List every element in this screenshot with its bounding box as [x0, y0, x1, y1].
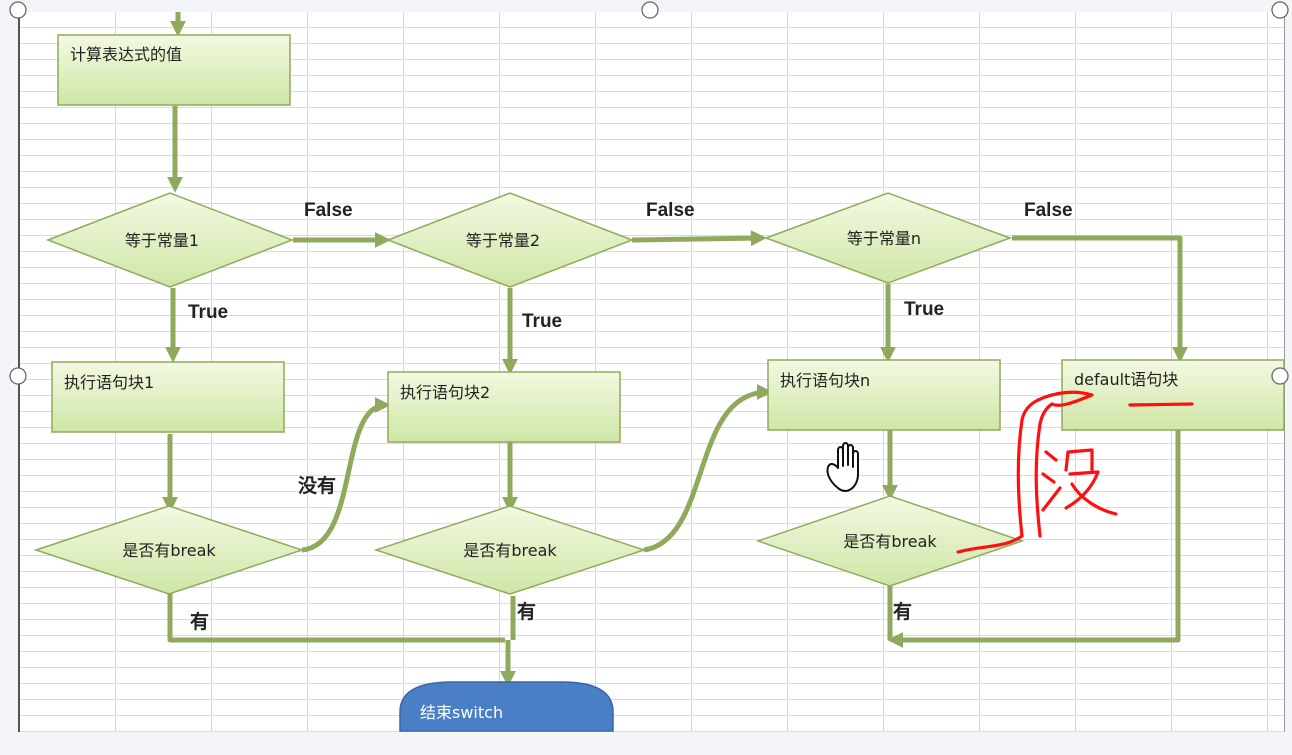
- process-box-blockn: 执行语句块n: [767, 359, 1001, 431]
- selection-handle-middle-left[interactable]: [9, 367, 27, 385]
- annotation-dash: [1128, 402, 1194, 407]
- true-label-3: True: [904, 299, 944, 320]
- eq2-label: 等于常量2: [466, 231, 540, 250]
- process-box-default: default语句块: [1061, 359, 1285, 431]
- annotation-bracket-right: [1034, 402, 1054, 538]
- handwritten-annotation: [956, 390, 1194, 554]
- block1-label: 执行语句块1: [64, 373, 154, 392]
- false-label-1: False: [304, 200, 353, 221]
- edge-labels: False False False True True True 没有 有 有 …: [188, 200, 1073, 633]
- true-label-1: True: [188, 302, 228, 323]
- annotation-bracket-left: [1016, 398, 1040, 538]
- decision-brk2: 是否有break: [373, 505, 647, 595]
- end-switch-label: 结束switch: [420, 703, 503, 722]
- blockn-label: 执行语句块n: [780, 371, 870, 390]
- brk2-label: 是否有break: [463, 541, 557, 560]
- connectors: [161, 12, 1189, 687]
- yes-label-3: 有: [893, 600, 912, 623]
- hand-cursor-icon: [826, 442, 859, 492]
- true-label-2: True: [522, 311, 562, 332]
- arrow-no-brk2-to-blockn: [643, 384, 773, 553]
- terminal-end-switch: 结束switch: [399, 681, 614, 732]
- line-yes-brk1-to-exit: [167, 592, 505, 643]
- annotation-line-to-brkn: [956, 534, 1024, 554]
- brkn-label: 是否有break: [843, 532, 937, 551]
- annotation-hook: [1036, 390, 1094, 407]
- selection-handle-middle-right[interactable]: [1271, 367, 1289, 385]
- decision-eq1: 等于常量1: [45, 192, 295, 288]
- process-box-block2: 执行语句块2: [387, 371, 621, 443]
- decision-eq2: 等于常量2: [385, 192, 635, 288]
- arrow-no-brk1-to-block2: [301, 397, 391, 553]
- brk1-label: 是否有break: [122, 541, 216, 560]
- annotation-character: [1041, 448, 1118, 516]
- selection-handles[interactable]: [9, 1, 1289, 385]
- compute-label: 计算表达式的值: [70, 45, 182, 64]
- selection-handle-top-middle[interactable]: [641, 1, 659, 19]
- selection-handle-top-left[interactable]: [9, 1, 27, 19]
- false-label-3: False: [1024, 200, 1073, 221]
- default-block-label: default语句块: [1074, 370, 1178, 389]
- yes-label-1: 有: [190, 610, 209, 633]
- decision-brk1: 是否有break: [33, 505, 305, 595]
- decision-eqn: 等于常量n: [763, 192, 1013, 284]
- decision-brkn: 是否有break: [755, 495, 1025, 587]
- arrow-default-to-exit: [887, 430, 1181, 649]
- eqn-label: 等于常量n: [847, 229, 921, 248]
- arrow-false-eq2-to-eqn: [631, 230, 767, 247]
- yes-label-2: 有: [517, 600, 536, 623]
- block2-label: 执行语句块2: [400, 383, 490, 402]
- arrow-false-eqn-to-default: [1012, 235, 1189, 363]
- selection-handle-top-right[interactable]: [1271, 1, 1289, 19]
- no-label: 没有: [298, 474, 336, 497]
- false-label-2: False: [646, 200, 695, 221]
- process-box-compute: 计算表达式的值: [57, 34, 291, 106]
- eq1-label: 等于常量1: [125, 231, 199, 250]
- process-box-block1: 执行语句块1: [51, 361, 285, 433]
